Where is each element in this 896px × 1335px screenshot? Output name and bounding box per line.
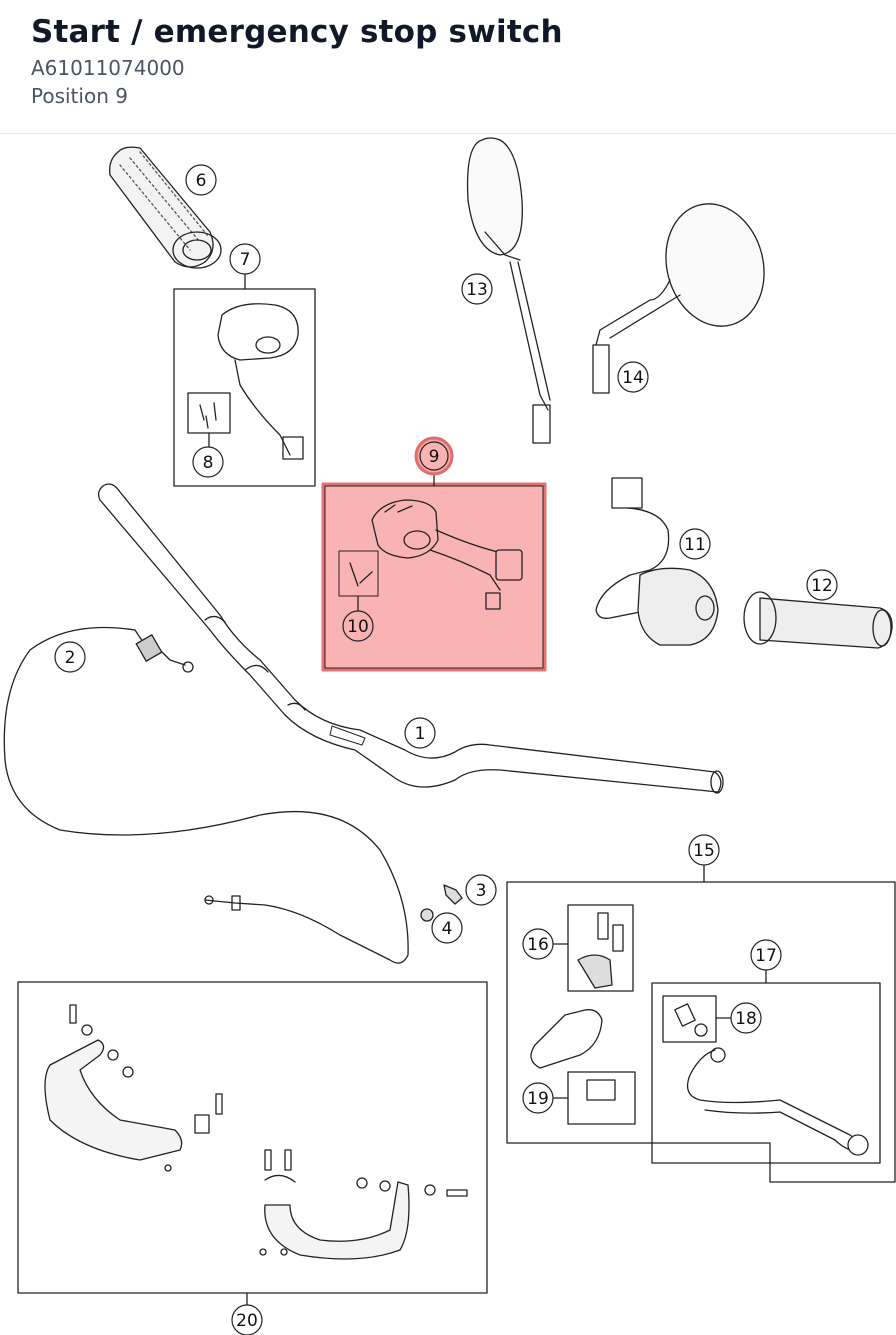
callout-18[interactable]: 18 (730, 1002, 762, 1034)
group-17-frame (651, 982, 881, 1164)
group-18-frame (662, 995, 717, 1043)
callout-2[interactable]: 2 (54, 641, 86, 673)
callout-7[interactable]: 7 (229, 243, 261, 275)
callout-10[interactable]: 10 (342, 610, 374, 642)
callout-15[interactable]: 15 (688, 834, 720, 866)
group-10-frame (338, 550, 379, 597)
callout-6[interactable]: 6 (185, 164, 217, 196)
callout-12[interactable]: 12 (806, 569, 838, 601)
svg-text:20: 20 (236, 1311, 258, 1331)
svg-text:9: 9 (429, 447, 440, 467)
svg-text:19: 19 (527, 1089, 549, 1109)
group-8-frame (187, 392, 231, 434)
svg-text:3: 3 (476, 881, 487, 901)
svg-text:18: 18 (735, 1009, 757, 1029)
svg-text:7: 7 (240, 250, 251, 270)
callout-1[interactable]: 1 (404, 717, 436, 749)
svg-text:10: 10 (347, 617, 369, 637)
callout-14[interactable]: 14 (617, 361, 649, 393)
callout-8[interactable]: 8 (192, 446, 224, 478)
callout-4[interactable]: 4 (431, 912, 463, 944)
svg-text:11: 11 (684, 535, 706, 555)
part-number: A61011074000 (31, 56, 185, 80)
svg-text:17: 17 (755, 946, 777, 966)
group-15-frame (506, 881, 896, 1183)
callout-19[interactable]: 19 (522, 1082, 554, 1114)
callout-11[interactable]: 11 (679, 528, 711, 560)
callout-20[interactable]: 20 (231, 1304, 263, 1335)
svg-text:4: 4 (442, 919, 453, 939)
callout-3[interactable]: 3 (465, 874, 497, 906)
svg-text:15: 15 (693, 841, 715, 861)
callout-9[interactable]: 9 (414, 436, 454, 476)
svg-text:14: 14 (622, 368, 644, 388)
svg-text:8: 8 (203, 453, 214, 473)
svg-text:12: 12 (811, 576, 833, 596)
svg-text:6: 6 (196, 171, 207, 191)
page-header: Start / emergency stop switch A610110740… (0, 0, 896, 134)
callout-16[interactable]: 16 (522, 928, 554, 960)
svg-text:2: 2 (65, 648, 76, 668)
callout-17[interactable]: 17 (750, 939, 782, 971)
position-label: Position 9 (31, 84, 128, 108)
svg-text:1: 1 (415, 724, 426, 744)
callout-13[interactable]: 13 (461, 273, 493, 305)
page-title: Start / emergency stop switch (31, 14, 563, 50)
group-16-frame (567, 904, 634, 992)
svg-text:13: 13 (466, 280, 488, 300)
svg-text:16: 16 (527, 935, 549, 955)
group-20-frame (17, 981, 488, 1294)
